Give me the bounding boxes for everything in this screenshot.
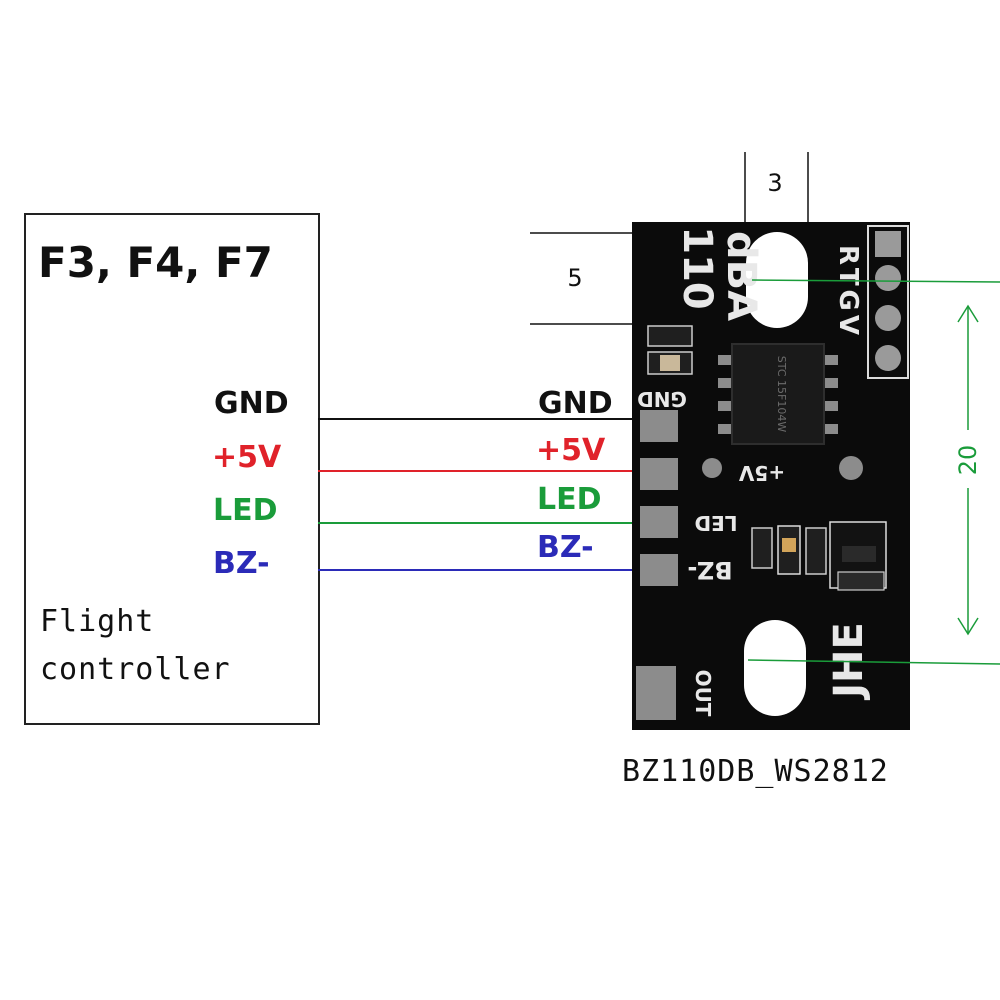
silk-110: 110 xyxy=(674,226,720,310)
smd-resistor-2 xyxy=(751,527,773,569)
module-pin-bz: BZ- xyxy=(537,530,594,565)
dim-spacing-label-bg xyxy=(952,430,984,488)
silk-bz-group: BZ- xyxy=(687,556,732,584)
ic-leg xyxy=(820,355,838,365)
silk-dba: dBA xyxy=(718,231,764,321)
dim-spacing-top-line xyxy=(751,279,1000,283)
ic-leg xyxy=(718,378,736,388)
fc-pin-5v: +5V xyxy=(212,440,282,475)
via-2 xyxy=(839,456,863,480)
header-pin-4 xyxy=(875,345,901,371)
header-pin-1 xyxy=(875,231,901,257)
pad-out xyxy=(636,666,676,720)
smd-diode xyxy=(837,571,885,591)
smd-cap-1-body xyxy=(660,355,680,371)
silk-led-group: LED xyxy=(694,511,737,535)
mounting-slot-bottom xyxy=(744,620,806,716)
flight-controller-label-line1: Flight xyxy=(40,604,155,639)
ic-chip-group: STC 15F104W xyxy=(718,343,838,445)
transistor-body xyxy=(842,546,876,562)
module-pin-led: LED xyxy=(537,482,602,517)
fc-pin-gnd: GND xyxy=(214,386,289,421)
pad-bz xyxy=(640,554,678,586)
flight-controller-box xyxy=(24,213,320,725)
header-pin-2 xyxy=(875,265,901,291)
dim-spacing-label-group: 20 xyxy=(954,445,982,476)
dim-slot-label: 5 xyxy=(567,264,582,292)
smd-resistor-3 xyxy=(805,527,827,575)
flight-controller-title: F3, F4, F7 xyxy=(38,238,273,287)
pad-led xyxy=(640,506,678,538)
ic-leg xyxy=(718,401,736,411)
silk-out: OUT xyxy=(691,670,715,717)
pad-gnd xyxy=(640,410,678,442)
silk-dba-group: dBA xyxy=(718,231,764,321)
flight-controller-label: Flight controller xyxy=(40,598,231,694)
silk-gnd: GND xyxy=(637,387,687,411)
pcb-caption: BZ110DB_WS2812 xyxy=(622,754,889,789)
dim-spacing-arrow-down xyxy=(957,617,979,636)
module-pin-5v: +5V xyxy=(536,433,606,468)
header-outline xyxy=(867,225,909,379)
dim-spacing-bottom-line xyxy=(747,659,1000,665)
silk-110-group: 110 xyxy=(674,226,720,310)
via-1 xyxy=(702,458,722,478)
silk-rtgv: RTGV xyxy=(833,245,863,339)
silk-5v-group: +5V xyxy=(738,461,785,485)
fc-pin-led: LED xyxy=(213,493,278,528)
ic-leg xyxy=(820,378,838,388)
silk-gnd-group: GND xyxy=(637,387,687,411)
dim-spacing-label: 20 xyxy=(954,445,982,476)
silk-rtgv-group: RTGV xyxy=(833,245,863,339)
pad-5v xyxy=(640,458,678,490)
silk-bz: BZ- xyxy=(687,556,732,584)
ic-leg xyxy=(820,401,838,411)
silk-out-group: OUT xyxy=(691,670,715,717)
silk-led: LED xyxy=(694,511,737,535)
silk-5v: +5V xyxy=(738,461,785,485)
ic-leg xyxy=(718,355,736,365)
dim-spacing-arrow-up xyxy=(957,304,979,323)
ic-marking: STC 15F104W xyxy=(775,356,788,433)
smd-resistor-1 xyxy=(647,325,693,347)
ic-leg xyxy=(718,424,736,434)
header-pin-3 xyxy=(875,305,901,331)
dim-width-label: 3 xyxy=(767,169,782,197)
flight-controller-label-line2: controller xyxy=(40,652,231,687)
fc-pin-bz: BZ- xyxy=(213,546,270,581)
ic-leg xyxy=(820,424,838,434)
module-pin-gnd: GND xyxy=(538,386,613,421)
ic-chip xyxy=(731,343,825,445)
led-ws2812-die xyxy=(782,538,796,552)
